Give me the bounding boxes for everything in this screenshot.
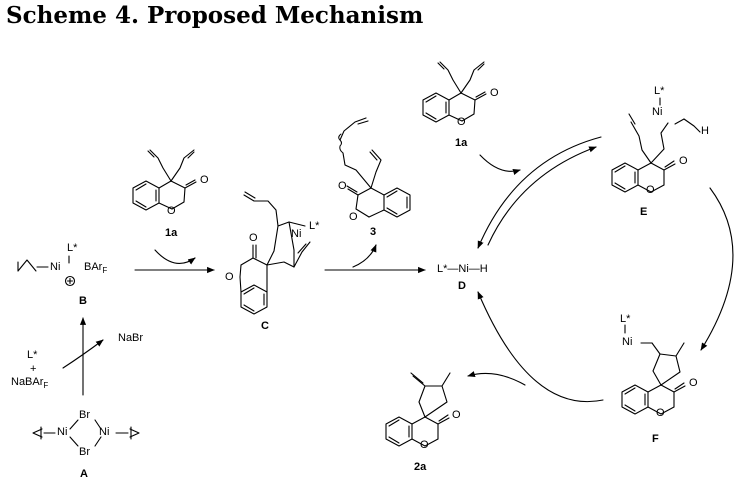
- compound-label-E: E: [640, 206, 648, 218]
- atom-label-o: O: [200, 174, 209, 186]
- compound-label-B: B: [79, 295, 87, 307]
- compound-label-C: C: [261, 320, 269, 332]
- compound-label-1a: 1a: [165, 227, 178, 239]
- structure-2a: [385, 372, 451, 447]
- atom-label-ni: Ni: [291, 228, 302, 240]
- atom-label-o: O: [457, 116, 466, 128]
- atom-label-br: Br: [79, 446, 90, 458]
- compound-label-F: F: [652, 433, 659, 445]
- atom-label-o: O: [420, 439, 429, 451]
- atom-label-o: O: [225, 271, 234, 283]
- scheme-title: Scheme 4. Proposed Mechanism: [6, 2, 424, 29]
- atom-label-o: O: [338, 180, 347, 192]
- atom-label-o: O: [689, 377, 698, 389]
- compound-label-1a: 1a: [455, 137, 468, 149]
- ligand-label: L*: [620, 313, 631, 325]
- atom-label-ni: Ni: [57, 426, 68, 438]
- barf-label: BArF: [84, 261, 108, 276]
- compound-label-D: D: [458, 280, 466, 292]
- structure-E: [611, 97, 701, 193]
- ligand-label: L*: [309, 220, 320, 232]
- atom-label-br: Br: [79, 409, 90, 421]
- catalyst-D: L*—Ni—H: [437, 263, 488, 275]
- compound-label-A: A: [80, 468, 88, 480]
- structure-1a-top: [132, 149, 197, 211]
- atom-label-ni: Ni: [50, 261, 61, 273]
- compound-label-3: 3: [370, 226, 377, 238]
- reagent-nabarf: NaBArF: [11, 376, 49, 391]
- atom-label-o: O: [490, 87, 499, 99]
- atom-label-ni: Ni: [622, 336, 633, 348]
- atom-label-o: O: [167, 205, 176, 217]
- structure-B: [17, 255, 76, 287]
- atom-label-ni: Ni: [652, 106, 663, 118]
- ligand-label: L*: [27, 349, 38, 361]
- structure-1a-cycle: [422, 61, 487, 123]
- reagent-nabr: NaBr: [118, 332, 144, 344]
- structure-3: [338, 117, 411, 218]
- structure-C: [239, 191, 311, 315]
- atom-label-o: O: [249, 232, 258, 244]
- ligand-label: L*: [67, 242, 78, 254]
- atom-label-o: O: [656, 407, 665, 419]
- atom-label-o: O: [646, 184, 655, 196]
- atom-label-ni: Ni: [99, 426, 110, 438]
- atom-label-h: H: [701, 125, 709, 137]
- atom-label-o: O: [349, 211, 358, 223]
- compound-label-2a: 2a: [414, 461, 427, 473]
- structure-A: [32, 419, 140, 447]
- plus-sign: +: [30, 363, 37, 375]
- structure-F: [621, 324, 686, 415]
- atom-label-o: O: [679, 155, 688, 167]
- ligand-label: L*: [654, 85, 665, 97]
- arrows: [62, 136, 734, 403]
- atom-label-o: O: [452, 409, 461, 421]
